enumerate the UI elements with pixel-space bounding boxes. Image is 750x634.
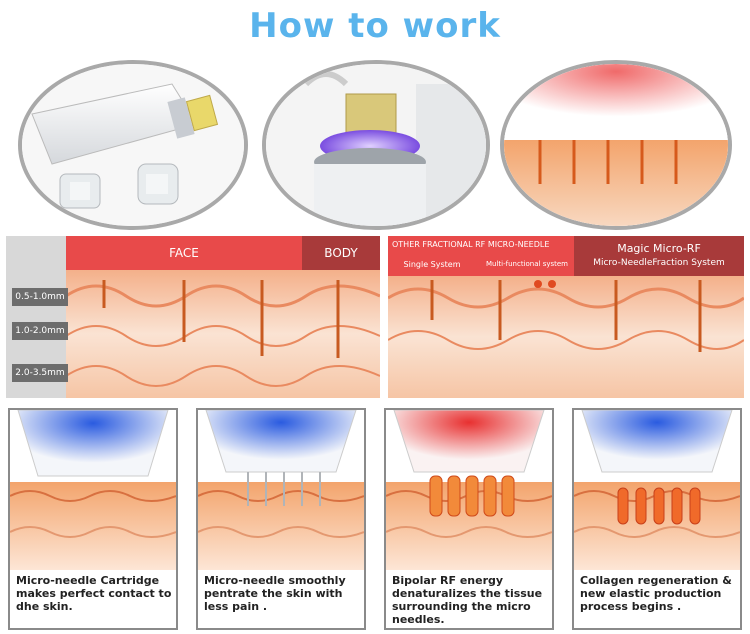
step-card-contact: Micro-needle Cartridge makes perfect con… xyxy=(8,408,178,630)
page-title: How to work xyxy=(249,6,501,46)
step-card-penetrate: Micro-needle smoothly pentrate the skin … xyxy=(196,408,366,630)
magic-system-subtitle: Micro-NeedleFraction System xyxy=(593,258,725,268)
device-photo-tip xyxy=(262,60,490,230)
step-text-penetrate: Micro-needle smoothly pentrate the skin … xyxy=(204,574,346,613)
depth-label-medium: 1.0-2.0mm xyxy=(12,322,68,340)
depth-comparison-panel: FACE BODY 0.5-1.0mm 1.0-2.0mm 2.0-3.5mm xyxy=(6,236,380,398)
depth-label-deep: 2.0-3.5mm xyxy=(12,364,68,382)
multi-system-label: Multi-functional system xyxy=(486,260,568,268)
step-text-rf-energy: Bipolar RF energy denaturalizes the tiss… xyxy=(392,574,543,626)
other-system-title: OTHER FRACTIONAL RF MICRO-NEEDLE xyxy=(392,240,550,249)
step-text-contact: Micro-needle Cartridge makes perfect con… xyxy=(16,574,172,613)
skin-illustration xyxy=(500,60,732,230)
step-card-collagen: Collagen regeneration & new elastic prod… xyxy=(572,408,742,630)
single-system-label: Single System xyxy=(403,260,461,269)
depth-label-shallow: 0.5-1.0mm xyxy=(12,288,68,306)
device-photo-cartridges xyxy=(18,60,248,230)
body-header: BODY xyxy=(324,246,358,260)
step-text-collagen: Collagen regeneration & new elastic prod… xyxy=(580,574,732,613)
system-comparison-panel: OTHER FRACTIONAL RF MICRO-NEEDLE Single … xyxy=(388,236,744,398)
step-card-rf-energy: Bipolar RF energy denaturalizes the tiss… xyxy=(384,408,554,630)
face-header: FACE xyxy=(169,246,199,260)
magic-system-title: Magic Micro-RF xyxy=(617,242,701,255)
